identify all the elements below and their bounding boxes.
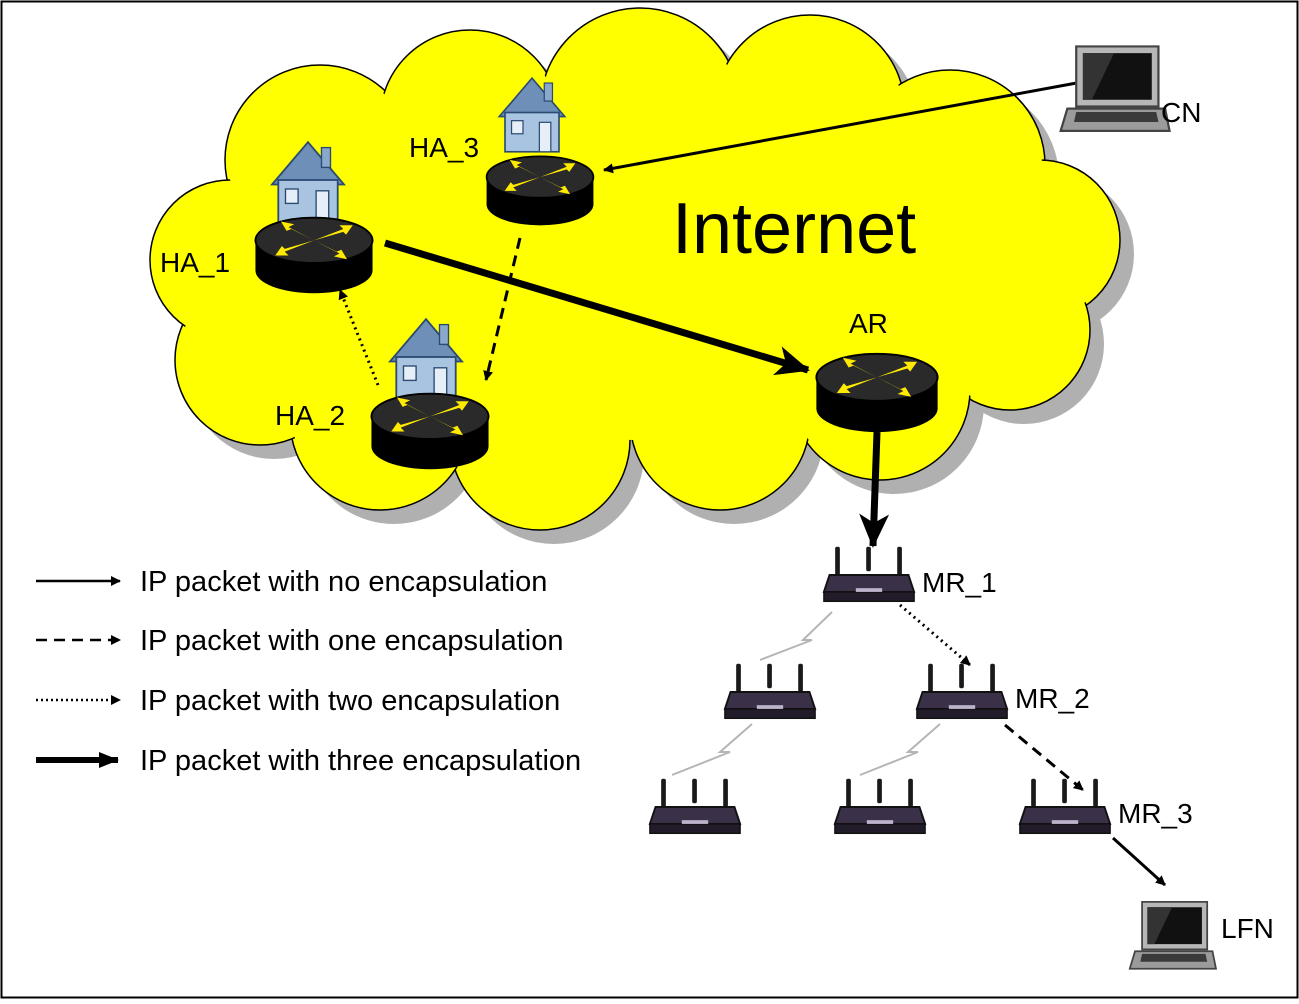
router-icon (485, 155, 595, 227)
node-ha3: HA_3 (409, 77, 595, 227)
legend-item-dashed: IP packet with one encapsulation (36, 625, 563, 657)
cloud-title: Internet (672, 189, 916, 269)
legend-item-dotted: IP packet with two encapsulation (36, 685, 560, 717)
link-cn-ha3 (603, 80, 1083, 174)
link-ha3-ha2 (483, 237, 522, 381)
node-ap-left-mid (723, 662, 817, 720)
label-mr2: MR_2 (1015, 683, 1090, 714)
label-lfn: LFN (1221, 913, 1274, 944)
node-ap-bottom-left (648, 777, 742, 835)
legend-label: IP packet with three encapsulation (140, 745, 581, 777)
lightning-link-icon (859, 723, 941, 776)
node-cn: CN (1059, 45, 1201, 133)
router-icon (370, 392, 490, 471)
legend-item-solid: IP packet with no encapsulation (36, 566, 547, 598)
node-lfn: LFN (1128, 901, 1274, 970)
label-ha1: HA_1 (160, 247, 230, 278)
node-mr2: MR_2 (915, 662, 1090, 720)
legend: IP packet with no encapsulation IP packe… (36, 566, 581, 777)
label-mr1: MR_1 (922, 567, 997, 598)
node-mr1: MR_1 (822, 545, 997, 603)
legend-item-thick: IP packet with three encapsulation (36, 745, 581, 777)
wireless-router-icon (1018, 777, 1112, 835)
label-ar: AR (849, 308, 888, 339)
router-icon (254, 216, 374, 295)
link-mr3-lfn (1111, 836, 1167, 887)
link-ha1-ar (383, 239, 810, 376)
router-icon (815, 352, 939, 434)
wireless-router-icon (822, 545, 916, 603)
node-ar: AR (815, 308, 939, 434)
lightning-link-icon (671, 723, 753, 776)
wireless-router-icon (648, 777, 742, 835)
link-ar-mr1 (859, 431, 890, 548)
wireless-router-icon (723, 662, 817, 720)
laptop-icon (1059, 45, 1171, 133)
wireless-router-icon (915, 662, 1009, 720)
link-ha2-ha1 (338, 289, 380, 386)
legend-label: IP packet with two encapsulation (140, 685, 560, 717)
label-cn: CN (1161, 97, 1201, 128)
label-mr3: MR_3 (1118, 798, 1193, 829)
node-ha2: HA_2 (275, 318, 490, 471)
laptop-icon (1128, 901, 1217, 970)
label-ha3: HA_3 (409, 132, 479, 163)
node-mr3: MR_3 (1018, 777, 1193, 835)
link-mr1-mr2 (899, 603, 971, 667)
legend-label: IP packet with one encapsulation (140, 625, 563, 657)
wireless-router-icon (833, 777, 927, 835)
lightning-link-icon (759, 611, 833, 661)
node-ha1: HA_1 (160, 141, 374, 295)
label-ha2: HA_2 (275, 400, 345, 431)
wireless-links (671, 611, 941, 776)
legend-label: IP packet with no encapsulation (140, 566, 547, 598)
node-ap-bottom-mid (833, 777, 927, 835)
link-mr2-mr3 (1004, 723, 1084, 792)
